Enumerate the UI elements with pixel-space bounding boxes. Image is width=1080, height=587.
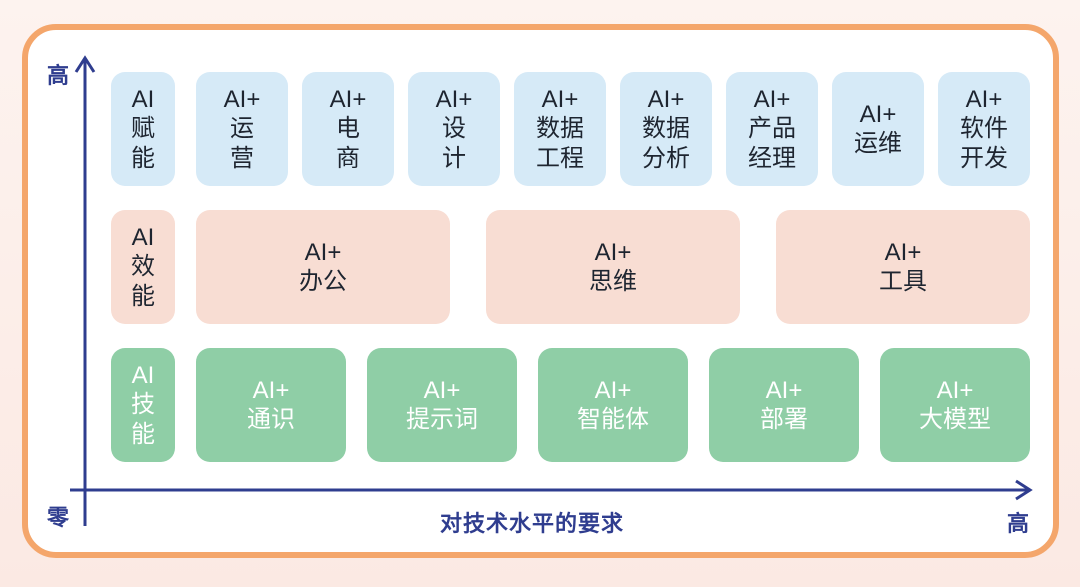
card-ai-office: AI+ 办公 [196, 210, 450, 324]
card-ai-thinking: AI+ 思维 [486, 210, 740, 324]
x-axis-high-label: 高 [1007, 511, 1030, 536]
card-ai-agents: AI+ 智能体 [538, 348, 688, 462]
card-ai-ecommerce: AI+ 电 商 [302, 72, 394, 186]
row-label-efficiency: AI 效 能 [111, 210, 175, 324]
card-ai-general-knowledge: AI+ 通识 [196, 348, 346, 462]
y-axis-arrow [74, 55, 96, 73]
row-label-empowerment: AI 赋 能 [111, 72, 175, 186]
card-ai-deployment: AI+ 部署 [709, 348, 859, 462]
card-ai-prompting: AI+ 提示词 [367, 348, 517, 462]
row-label-skills: AI 技 能 [111, 348, 175, 462]
card-ai-data-engineering: AI+ 数据 工程 [514, 72, 606, 186]
card-ai-large-models: AI+ 大模型 [880, 348, 1030, 462]
card-ai-product-manager: AI+ 产品 经理 [726, 72, 818, 186]
card-ai-devops: AI+ 运维 [832, 72, 924, 186]
card-ai-software-development: AI+ 软件 开发 [938, 72, 1030, 186]
card-ai-operations: AI+ 运 营 [196, 72, 288, 186]
x-axis-arrow [1015, 479, 1033, 501]
card-ai-data-analysis: AI+ 数据 分析 [620, 72, 712, 186]
card-ai-design: AI+ 设 计 [408, 72, 500, 186]
card-ai-tools: AI+ 工具 [776, 210, 1030, 324]
y-axis-high-label: 高 [47, 63, 70, 88]
origin-label: 零 [47, 505, 70, 530]
x-axis-title: 对技术水平的要求 [440, 511, 625, 536]
